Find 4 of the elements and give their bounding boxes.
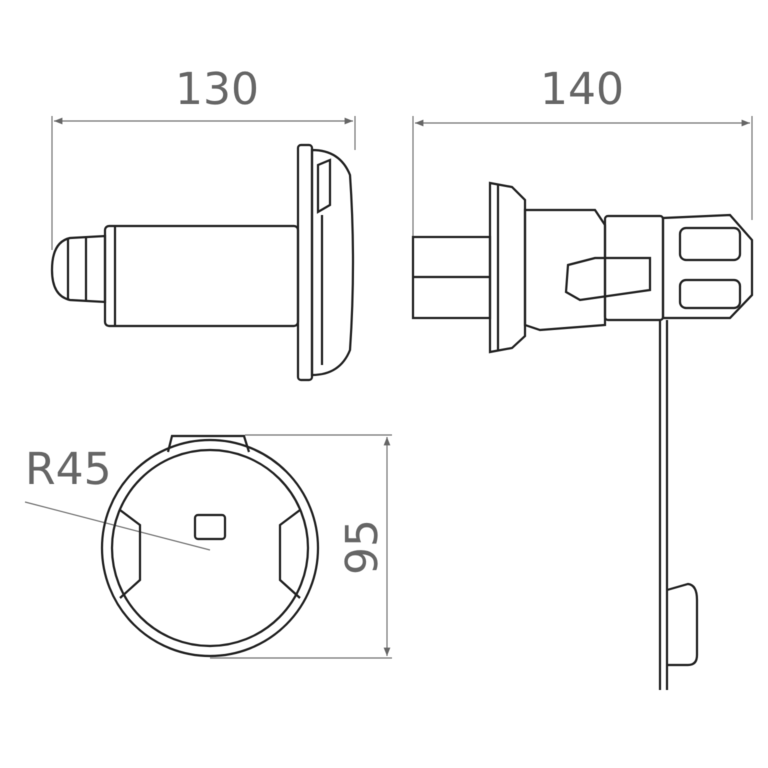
dimension-label: 140 — [540, 68, 624, 112]
dimension-label: 95 — [341, 519, 385, 575]
dimension-label: 130 — [175, 68, 259, 112]
dimension-label: R45 — [25, 448, 112, 492]
